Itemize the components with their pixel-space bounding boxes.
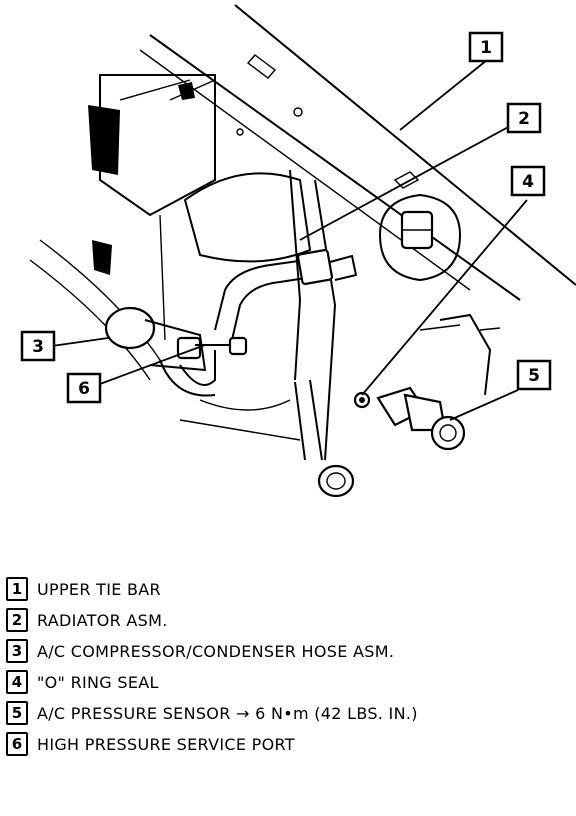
legend-label: "O" RING SEAL [37, 672, 159, 692]
legend-item: 1 UPPER TIE BAR [6, 574, 572, 604]
legend-label: A/C PRESSURE SENSOR → 6 N•m (42 LBS. IN.… [37, 703, 418, 723]
legend-item: 3 A/C COMPRESSOR/CONDENSER HOSE ASM. [6, 636, 572, 666]
legend-number: 6 [6, 732, 28, 756]
callout-2-number: 2 [518, 109, 530, 129]
radiator-drawing [29, 74, 337, 461]
callout-1-number: 1 [480, 38, 492, 58]
callout-5-number: 5 [528, 366, 540, 386]
parts-legend: 1 UPPER TIE BAR 2 RADIATOR ASM. 3 A/C CO… [6, 574, 572, 760]
legend-number: 3 [6, 639, 28, 663]
legend-label: RADIATOR ASM. [37, 610, 168, 630]
callout-4: 4 [510, 165, 546, 197]
legend-number: 4 [6, 670, 28, 694]
leader-lines [51, 59, 528, 421]
legend-number: 2 [6, 608, 28, 632]
callout-1: 1 [468, 31, 504, 63]
callout-3: 3 [20, 330, 56, 362]
legend-item: 5 A/C PRESSURE SENSOR → 6 N•m (42 LBS. I… [6, 698, 572, 728]
legend-label: UPPER TIE BAR [37, 579, 161, 599]
callout-3-number: 3 [32, 337, 44, 357]
exploded-view-diagram: 1 2 4 3 6 5 [20, 4, 576, 498]
reservoir-cap-drawing [378, 193, 501, 396]
pressure-sensor-drawing [353, 386, 466, 451]
upper-tie-bar-drawing [139, 4, 576, 301]
legend-number: 5 [6, 701, 28, 725]
callout-6: 6 [66, 372, 102, 404]
legend-label: A/C COMPRESSOR/CONDENSER HOSE ASM. [37, 641, 395, 661]
hose-assembly-drawing [104, 248, 358, 498]
legend-label: HIGH PRESSURE SERVICE PORT [37, 734, 295, 754]
legend-item: 4 "O" RING SEAL [6, 667, 572, 697]
legend-item: 2 RADIATOR ASM. [6, 605, 572, 635]
callout-6-number: 6 [78, 379, 90, 399]
callout-2: 2 [506, 102, 542, 134]
legend-item: 6 HIGH PRESSURE SERVICE PORT [6, 729, 572, 759]
legend-number: 1 [6, 577, 28, 601]
callout-5: 5 [516, 359, 552, 391]
callout-4-number: 4 [522, 172, 534, 192]
